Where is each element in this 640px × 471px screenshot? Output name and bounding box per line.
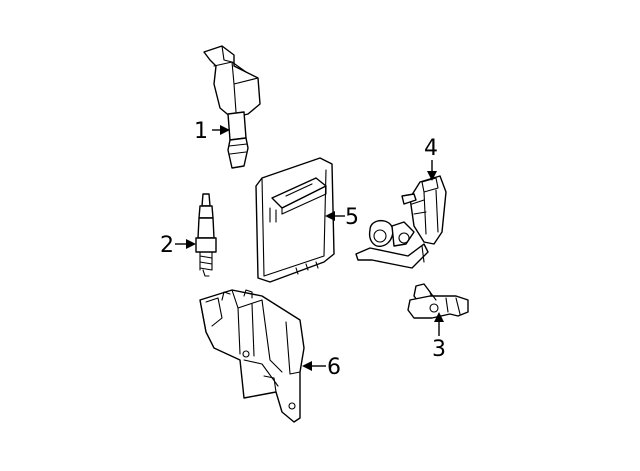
- mounting-bracket: [199, 289, 305, 423]
- ignition-coil: [203, 45, 261, 169]
- callout-4: 4: [424, 136, 438, 161]
- callout-6: 6: [327, 355, 341, 380]
- crank-sensor: [407, 283, 469, 319]
- engine-control-module: [255, 157, 335, 283]
- callout-1: 1: [194, 119, 208, 144]
- sensor-assembly: [355, 175, 447, 269]
- callout-3: 3: [432, 337, 446, 362]
- callout-5: 5: [345, 205, 359, 230]
- callout-2: 2: [160, 233, 174, 258]
- leader-arrows: [175, 125, 444, 371]
- spark-plug: [195, 193, 217, 277]
